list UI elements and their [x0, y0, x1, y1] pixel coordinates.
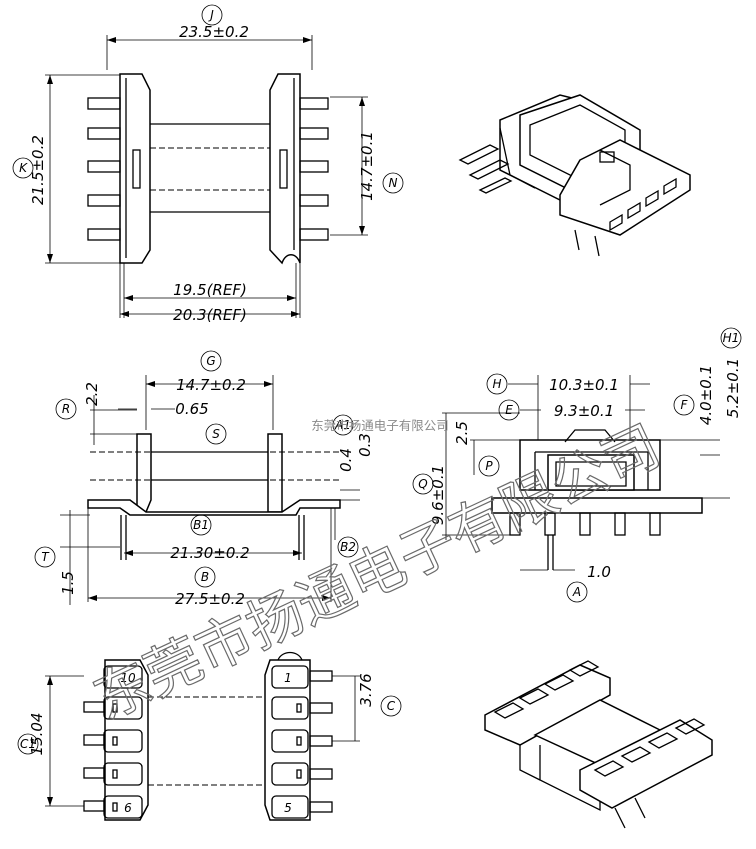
dim-A1a: 0.4	[337, 448, 355, 472]
callout-H	[486, 373, 508, 395]
dim-P: 2.5	[453, 421, 471, 445]
dim-T: 1.5	[59, 571, 77, 595]
dim-C: 3.76	[357, 673, 375, 706]
dim-A: 1.0	[587, 563, 611, 581]
dim-B1: 21.30±0.2	[170, 544, 249, 562]
callout-E	[498, 399, 520, 421]
callout-K	[12, 157, 34, 179]
callout-B1	[190, 514, 212, 536]
callout-S	[205, 423, 227, 445]
callout-T	[34, 546, 56, 568]
dim-R: 2.2	[83, 382, 101, 406]
pin-label-5: 5	[284, 801, 292, 815]
dim-J: 23.5±0.2	[179, 23, 249, 41]
dim-S: 0.65	[175, 400, 208, 418]
svg-text:E: E	[505, 403, 513, 417]
isometric-view-top	[458, 94, 691, 257]
dim-C1: 15.04	[28, 713, 46, 756]
top-view: J 23.5±0.2 K 21.5±0.2	[12, 4, 404, 324]
svg-text:H: H	[492, 377, 501, 391]
callout-B	[194, 566, 216, 588]
dim-H: 10.3±0.1	[549, 376, 619, 394]
callout-H1	[720, 327, 742, 349]
callout-R	[55, 398, 77, 420]
svg-text:C1: C1	[20, 737, 36, 751]
svg-text:P: P	[485, 459, 493, 473]
dim-ref1: 19.5(REF)	[173, 281, 247, 299]
svg-text:Q: Q	[418, 477, 427, 491]
svg-text:G: G	[206, 354, 215, 368]
svg-text:S: S	[212, 427, 220, 441]
callout-A	[566, 581, 588, 603]
dim-B: 27.5±0.2	[175, 590, 245, 608]
dim-H1: 5.2±0.1	[724, 358, 742, 418]
dim-K: 21.5±0.2	[29, 135, 47, 205]
svg-text:N: N	[389, 176, 398, 190]
svg-text:J: J	[208, 8, 214, 22]
callout-G	[200, 350, 222, 372]
front-view: H 10.3±0.1 E 9.3±0.1 F 4.0±0.1 H1 5.2±0.…	[412, 327, 742, 603]
svg-text:H1: H1	[723, 331, 740, 345]
svg-text:T: T	[41, 550, 50, 564]
svg-text:A: A	[572, 585, 581, 599]
callout-Q	[412, 473, 434, 495]
callout-A1	[332, 414, 354, 436]
callout-C	[380, 695, 402, 717]
dim-G: 14.7±0.2	[176, 376, 246, 394]
callout-F	[673, 394, 695, 416]
side-view: G 14.7±0.2 R 2.2 0.65 S A1 0	[34, 350, 374, 608]
callout-N	[382, 172, 404, 194]
callout-P	[478, 455, 500, 477]
dim-E: 9.3±0.1	[554, 402, 614, 420]
svg-text:C: C	[387, 699, 396, 713]
callout-B2	[337, 536, 359, 558]
svg-text:B2: B2	[340, 540, 356, 554]
dim-N: 14.7±0.1	[358, 131, 376, 201]
pin-label-6: 6	[124, 801, 132, 815]
bottom-view: 10 6 1 5 3.76	[17, 651, 402, 821]
svg-text:F: F	[681, 398, 689, 412]
pin-label-10: 10	[120, 671, 136, 685]
svg-text:A1: A1	[334, 418, 351, 432]
dim-Q: 9.6±0.1	[429, 465, 447, 525]
watermark-small: 东莞市扬通电子有限公司	[311, 418, 449, 433]
svg-text:R: R	[62, 402, 70, 416]
dim-ref2: 20.3(REF)	[173, 306, 247, 324]
isometric-view-bottom	[484, 660, 713, 829]
dim-F: 4.0±0.1	[697, 365, 715, 425]
callout-C1	[17, 733, 39, 755]
svg-text:K: K	[19, 161, 28, 175]
svg-text:B1: B1	[193, 518, 209, 532]
svg-text:B: B	[201, 570, 209, 584]
callout-J	[201, 4, 223, 26]
pin-label-1: 1	[284, 671, 292, 685]
dim-A1b: 0.3	[356, 433, 374, 457]
